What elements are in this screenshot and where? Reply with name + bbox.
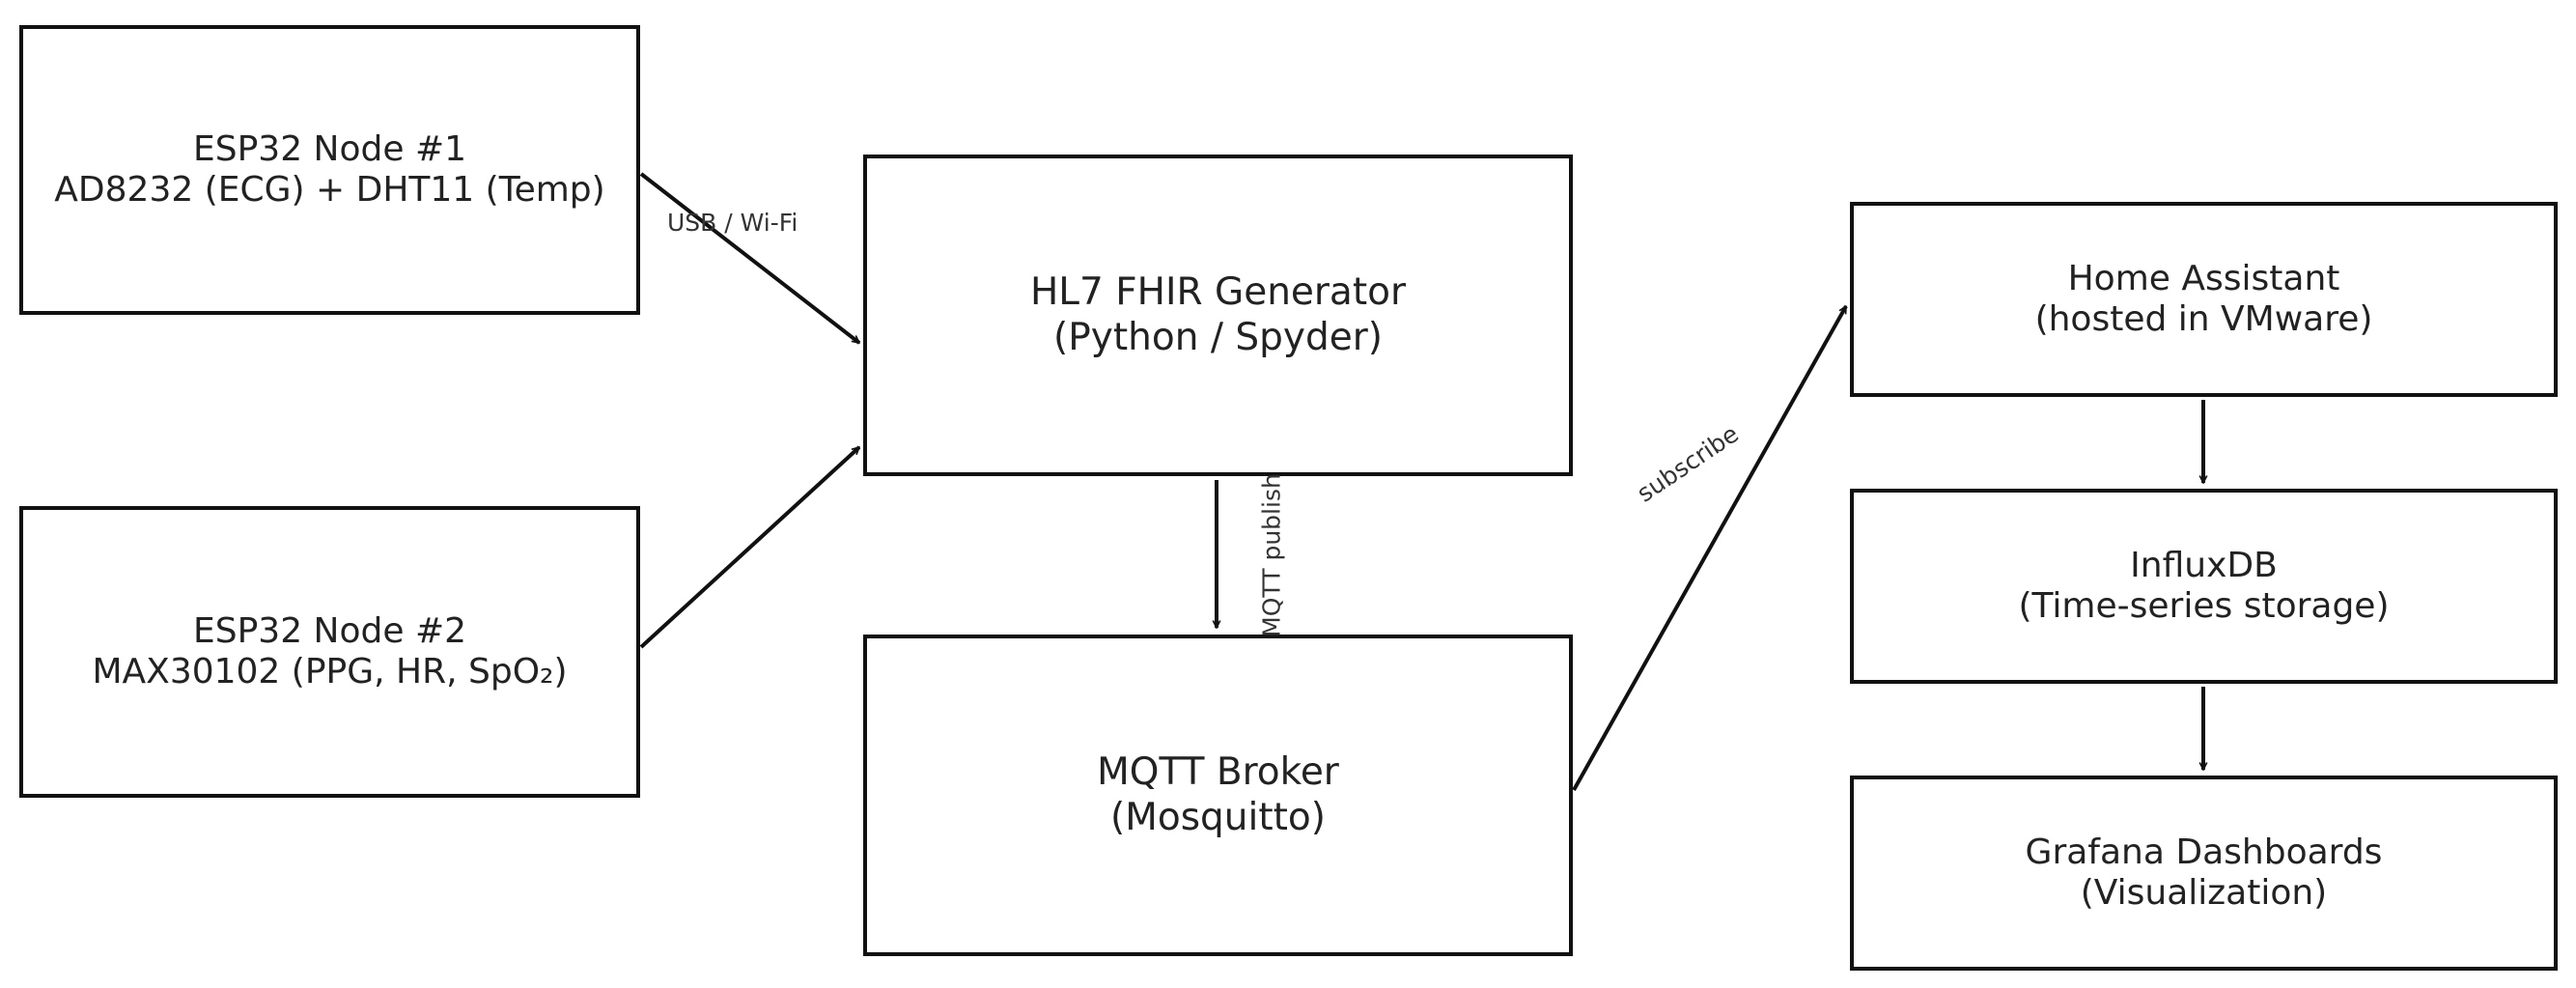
- mqtt-broker-subtitle: (Mosquitto): [1109, 795, 1326, 839]
- influxdb-subtitle: (Time-series storage): [2018, 586, 2390, 626]
- esp32-node-2-box: ESP32 Node #2 MAX30102 (PPG, HR, SpO₂): [19, 506, 640, 798]
- mqtt-broker-box: MQTT Broker (Mosquitto): [863, 635, 1573, 956]
- grafana-subtitle: (Visualization): [2080, 873, 2328, 913]
- fhir-generator-subtitle: (Python / Spyder): [1053, 315, 1383, 359]
- esp32-node-1-title: ESP32 Node #1: [192, 128, 467, 169]
- home-assistant-box: Home Assistant (hosted in VMware): [1850, 202, 2558, 397]
- arrow-node1-to-fhir: [639, 172, 859, 345]
- home-assistant-title: Home Assistant: [2067, 258, 2340, 298]
- esp32-node-2-subtitle: MAX30102 (PPG, HR, SpO₂): [92, 652, 568, 692]
- fhir-generator-box: HL7 FHIR Generator (Python / Spyder): [863, 155, 1573, 476]
- usb-wifi-edge-label: USB / Wi-Fi: [667, 209, 798, 237]
- mqtt-publish-edge-label: MQTT publish: [1257, 473, 1286, 637]
- influxdb-box: InfluxDB (Time-series storage): [1850, 489, 2558, 684]
- grafana-title: Grafana Dashboards: [2025, 832, 2383, 872]
- fhir-generator-title: HL7 FHIR Generator: [1029, 270, 1407, 315]
- esp32-node-1-box: ESP32 Node #1 AD8232 (ECG) + DHT11 (Temp…: [19, 25, 640, 315]
- arrow-node2-to-fhir: [639, 445, 859, 649]
- home-assistant-subtitle: (hosted in VMware): [2034, 299, 2373, 339]
- mqtt-broker-title: MQTT Broker: [1097, 750, 1339, 795]
- esp32-node-2-title: ESP32 Node #2: [192, 610, 467, 651]
- esp32-node-1-subtitle: AD8232 (ECG) + DHT11 (Temp): [54, 170, 605, 210]
- grafana-box: Grafana Dashboards (Visualization): [1850, 776, 2558, 971]
- arrow-broker-to-homeassistant: [1572, 306, 1848, 791]
- influxdb-title: InfluxDB: [2130, 545, 2278, 585]
